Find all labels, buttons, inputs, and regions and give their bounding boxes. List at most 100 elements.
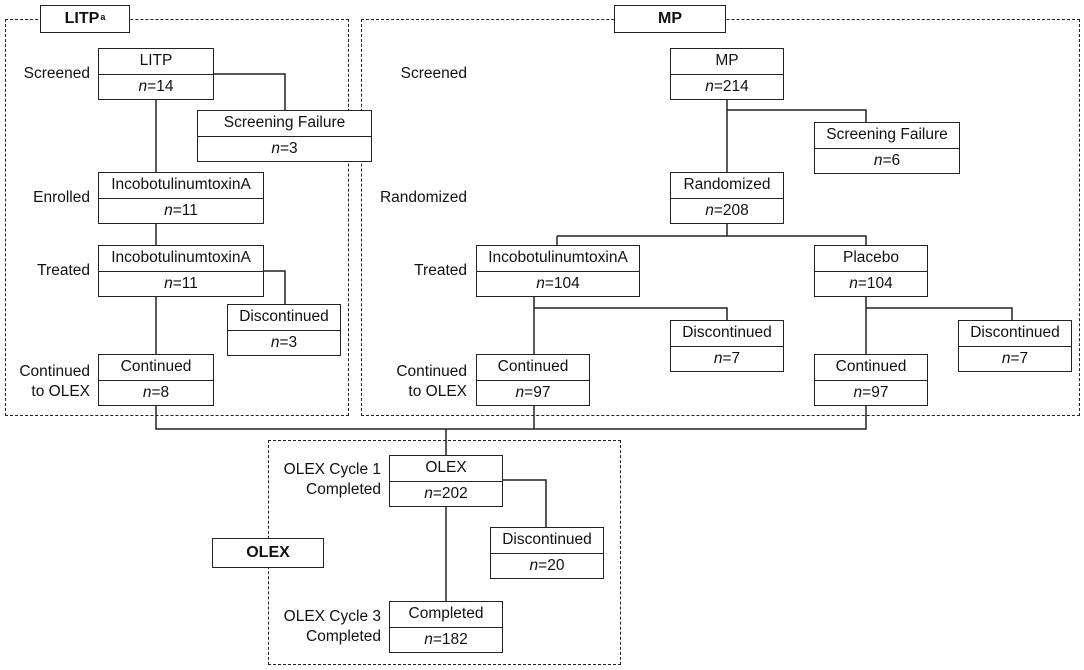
count-value: =97 <box>862 383 889 401</box>
stage-label-line: OLEX Cycle 1 <box>283 461 381 478</box>
flow-box-mp-randomized: Randomized n=208 <box>670 172 784 224</box>
count-value: =11 <box>172 274 198 292</box>
stage-label-mp-continued: Continued to OLEX <box>396 362 467 402</box>
litp-tag-label: LITP <box>64 10 100 27</box>
box-label: MP <box>671 49 783 75</box>
box-count: n=214 <box>671 75 783 100</box>
stage-label-line: to OLEX <box>408 383 467 400</box>
flow-box-mp-screening-failure: Screening Failure n=6 <box>814 122 960 174</box>
stage-label-text: Enrolled <box>33 189 90 206</box>
box-label: Screening Failure <box>815 123 959 149</box>
flow-box-olex-completed: Completed n=182 <box>389 601 503 653</box>
n-symbol: n <box>849 274 858 292</box>
flow-box-mp-placebo-discontinued: Discontinued n=7 <box>958 320 1072 372</box>
box-count: n=104 <box>815 272 927 297</box>
n-symbol: n <box>705 77 714 95</box>
count-value: =97 <box>524 383 551 401</box>
count-value: =14 <box>147 77 174 95</box>
flow-box-olex-cycle1: OLEX n=202 <box>389 455 503 507</box>
mp-tag-label: MP <box>658 10 682 27</box>
box-label: Continued <box>815 355 927 381</box>
flow-box-mp-placebo-continued: Continued n=97 <box>814 354 928 406</box>
count-value: =202 <box>432 484 468 502</box>
box-label: IncobotulinumtoxinA <box>477 246 639 272</box>
count-value: =3 <box>279 139 298 157</box>
box-label: Screening Failure <box>198 111 371 137</box>
stage-label-text: Screened <box>400 65 467 82</box>
flow-box-mp-placebo: Placebo n=104 <box>814 245 928 297</box>
n-symbol: n <box>164 274 173 292</box>
box-count: n=104 <box>477 272 639 297</box>
stage-label-olex-cycle3: OLEX Cycle 3 Completed <box>284 607 381 647</box>
stage-label-mp-screened: Screened <box>401 64 467 84</box>
n-symbol: n <box>271 139 280 157</box>
count-value: =104 <box>544 274 580 292</box>
box-count: n=6 <box>815 149 959 174</box>
stage-label-line: Continued <box>396 363 467 380</box>
box-label: Discontinued <box>228 305 340 331</box>
stage-label-olex-cycle1: OLEX Cycle 1 Completed <box>284 460 381 500</box>
flow-box-mp-inco-continued: Continued n=97 <box>476 354 590 406</box>
box-label: Discontinued <box>671 321 783 347</box>
count-value: =6 <box>882 151 901 169</box>
box-label: Randomized <box>671 173 783 199</box>
stage-label-mp-treated: Treated <box>414 261 467 281</box>
count-value: =182 <box>432 630 468 648</box>
count-value: =20 <box>538 556 565 574</box>
flow-box-litp-enrolled: IncobotulinumtoxinA n=11 <box>98 172 264 224</box>
flow-box-litp-discontinued: Discontinued n=3 <box>227 304 341 356</box>
box-count: n=182 <box>390 628 502 653</box>
box-label: Completed <box>390 602 502 628</box>
box-count: n=20 <box>491 554 603 579</box>
stage-label-litp-treated: Treated <box>37 261 90 281</box>
stage-label-text: Treated <box>414 262 467 279</box>
stage-label-mp-randomized: Randomized <box>380 188 467 208</box>
box-count: n=14 <box>99 75 213 100</box>
count-value: =7 <box>722 349 741 367</box>
box-count: n=202 <box>390 482 502 507</box>
n-symbol: n <box>536 274 545 292</box>
n-symbol: n <box>424 484 433 502</box>
stage-label-text: Treated <box>37 262 90 279</box>
box-count: n=8 <box>99 381 213 406</box>
stage-label-line: to OLEX <box>31 383 90 400</box>
stage-label-litp-continued: Continued to OLEX <box>19 362 90 402</box>
flow-box-olex-discontinued: Discontinued n=20 <box>490 527 604 579</box>
olex-region-tag: OLEX <box>212 538 324 568</box>
box-count: n=3 <box>198 137 371 162</box>
mp-region-tag: MP <box>614 5 726 33</box>
connector <box>557 235 867 246</box>
flow-box-mp-inco-discontinued: Discontinued n=7 <box>670 320 784 372</box>
stage-label-litp-screened: Screened <box>24 64 90 84</box>
connector <box>263 270 286 304</box>
stage-label-line: Completed <box>306 481 381 498</box>
connector <box>534 307 728 320</box>
box-label: Discontinued <box>959 321 1071 347</box>
count-value: =214 <box>713 77 749 95</box>
box-label: Continued <box>477 355 589 381</box>
flow-box-litp-screening-failure: Screening Failure n=3 <box>197 110 372 162</box>
box-label: OLEX <box>390 456 502 482</box>
flow-box-mp-screened: MP n=214 <box>670 48 784 100</box>
box-count: n=7 <box>959 347 1071 372</box>
n-symbol: n <box>270 333 280 351</box>
olex-tag-label: OLEX <box>246 544 290 561</box>
connector <box>727 109 867 122</box>
litp-region <box>5 19 349 416</box>
flow-box-litp-treated: IncobotulinumtoxinA n=11 <box>98 245 264 297</box>
n-symbol: n <box>164 201 173 219</box>
count-value: =11 <box>172 201 198 219</box>
count-value: =104 <box>857 274 893 292</box>
flow-box-litp-continued: Continued n=8 <box>98 354 214 406</box>
flow-box-mp-incobotulinumtoxina: IncobotulinumtoxinA n=104 <box>476 245 640 297</box>
box-label: Discontinued <box>491 528 603 554</box>
n-symbol: n <box>705 201 714 219</box>
n-symbol: n <box>515 383 525 401</box>
box-label: Continued <box>99 355 213 381</box>
stage-label-line: Completed <box>306 628 381 645</box>
stage-label-text: Screened <box>23 65 90 82</box>
n-symbol: n <box>142 383 152 401</box>
count-value: =7 <box>1010 349 1029 367</box>
